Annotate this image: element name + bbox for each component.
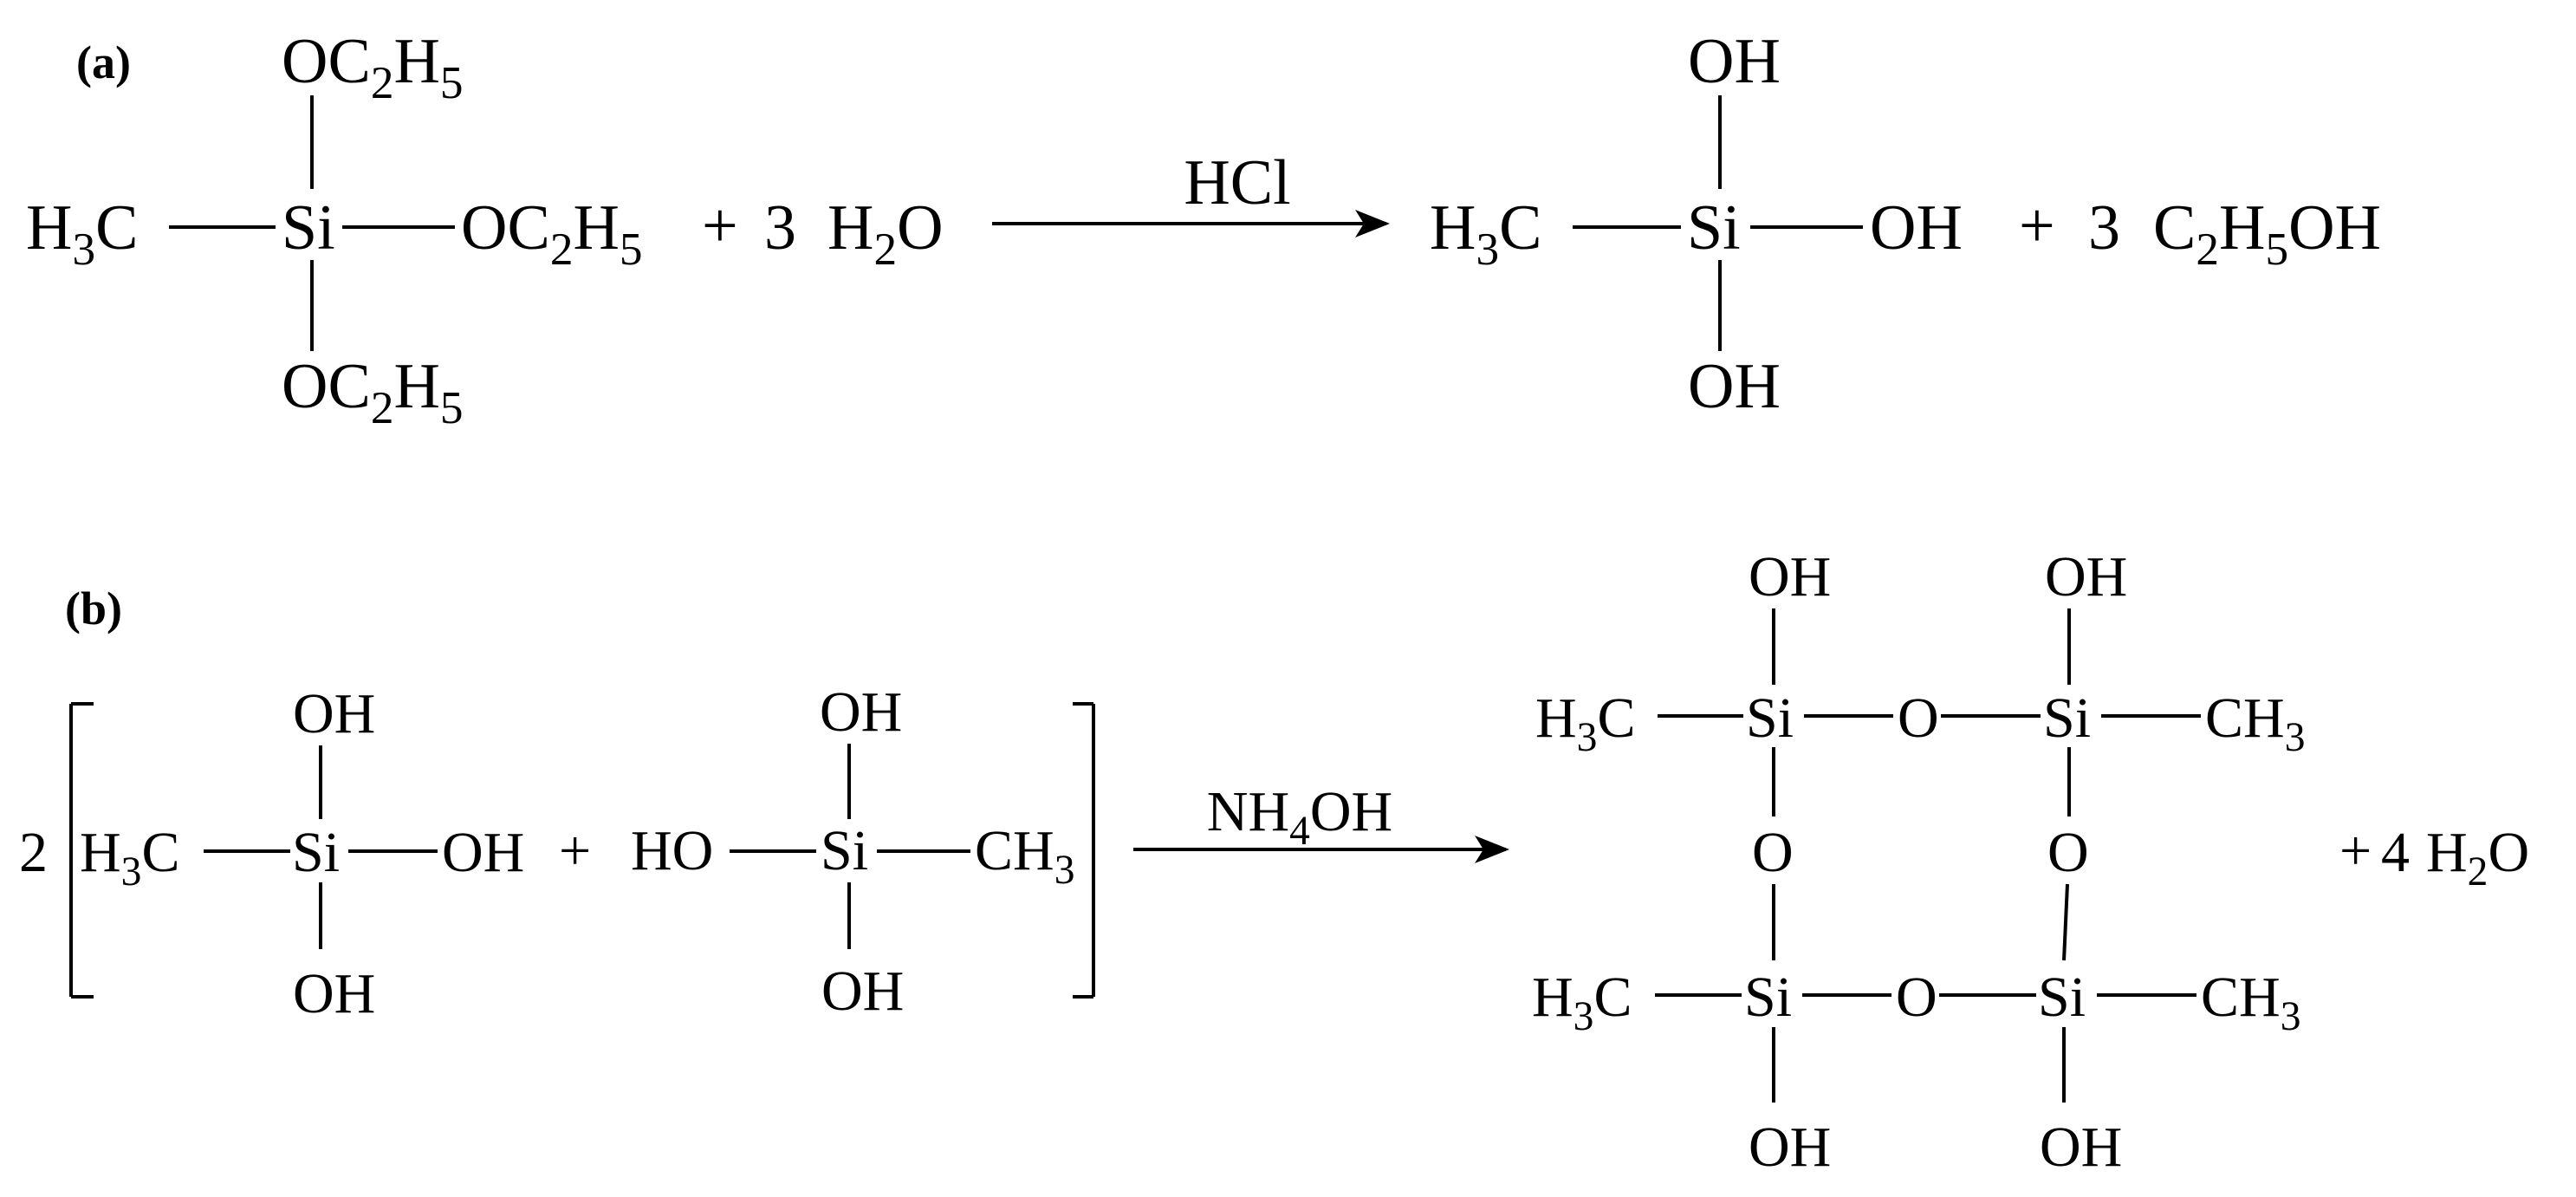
top-bridge-oxygen: O bbox=[1898, 686, 1939, 750]
product-methylsilanetriol: OH H3C Si OH OH bbox=[1430, 26, 1963, 422]
top-right-hydroxyl: OH bbox=[2045, 545, 2127, 608]
bottom-left-silicon: Si bbox=[1744, 966, 1792, 1029]
silicon-atom: Si bbox=[1687, 192, 1741, 263]
top-right-methyl: CH3 bbox=[2205, 686, 2305, 760]
plus-sign: + bbox=[559, 819, 591, 882]
right-ethoxy-group: OC2H5 bbox=[461, 192, 643, 275]
silicon-atom: Si bbox=[292, 821, 340, 884]
bottom-hydroxyl: OH bbox=[821, 960, 904, 1023]
methyl-group: H3C bbox=[1430, 192, 1541, 275]
right-hydroxyl: OH bbox=[442, 821, 524, 884]
plus-sign: + bbox=[702, 191, 738, 262]
reaction-arrow-b: NH4OH bbox=[1133, 780, 1509, 863]
plus-sign: + bbox=[2019, 191, 2055, 262]
top-hydroxyl: OH bbox=[293, 682, 375, 745]
top-left-methyl: H3C bbox=[1535, 686, 1635, 760]
reactant-mtes: OC2H5 H3C Si OC2H5 OC2H5 bbox=[26, 26, 643, 433]
bottom-hydroxyl: OH bbox=[1688, 351, 1781, 422]
water-formula: H2O bbox=[827, 192, 944, 275]
top-left-silicon: Si bbox=[1746, 686, 1794, 750]
plus-sign: + bbox=[2339, 819, 2372, 882]
bottom-right-silicon: Si bbox=[2038, 966, 2086, 1029]
top-ethoxy-group: OC2H5 bbox=[282, 26, 464, 108]
bottom-hydroxyl: OH bbox=[293, 962, 375, 1025]
catalyst-hcl: HCl bbox=[1184, 147, 1290, 218]
bottom-right-hydroxyl: OH bbox=[2040, 1116, 2122, 1179]
stoich-coefficient: 2 bbox=[19, 821, 48, 884]
ethanol-formula: C2H5OH bbox=[2153, 192, 2381, 275]
top-hydroxyl: OH bbox=[1688, 26, 1781, 97]
part-a-label: (a) bbox=[76, 36, 131, 88]
bottom-bridge-oxygen: O bbox=[1896, 966, 1937, 1029]
catalyst-ammonium-hydroxide: NH4OH bbox=[1207, 780, 1392, 854]
methyl-group: H3C bbox=[26, 192, 138, 275]
top-hydroxyl: OH bbox=[820, 680, 902, 744]
product-cyclic-tetramer: OH OH H3C Si O Si CH3 O O H3C Si O Si CH… bbox=[1532, 545, 2305, 1179]
right-hydroxyl: OH bbox=[1870, 192, 1963, 263]
left-bridge-oxygen: O bbox=[1752, 821, 1794, 884]
top-right-silicon: Si bbox=[2043, 686, 2091, 750]
water-byproduct: + 4 H2O bbox=[2339, 819, 2529, 894]
water-formula: H2O bbox=[2426, 821, 2529, 894]
reactant2-silanetriol: OH HO Si CH3 OH bbox=[631, 680, 1074, 1023]
methyl-group: H3C bbox=[80, 821, 179, 894]
silicon-atom: Si bbox=[282, 192, 335, 263]
bottom-ethoxy-group: OC2H5 bbox=[282, 351, 464, 433]
bottom-left-methyl: H3C bbox=[1532, 966, 1632, 1039]
water-coefficient: 3 bbox=[764, 192, 796, 263]
ethanol-coefficient: 3 bbox=[2088, 192, 2120, 263]
right-bridge-oxygen: O bbox=[2047, 821, 2089, 884]
reactant1-silanetriol: OH H3C Si OH OH bbox=[80, 682, 524, 1025]
right-bracket bbox=[1073, 702, 1095, 999]
bottom-right-methyl: CH3 bbox=[2201, 966, 2300, 1039]
top-left-hydroxyl: OH bbox=[1749, 545, 1831, 608]
reaction-arrow-a: HCl bbox=[992, 147, 1390, 237]
water-reactant: + 3 H2O bbox=[702, 191, 944, 275]
water-coefficient: 4 bbox=[2381, 821, 2410, 884]
methyl-group: CH3 bbox=[975, 819, 1074, 893]
ethanol-byproduct: + 3 C2H5OH bbox=[2019, 191, 2381, 275]
bond-right-o-si-lower bbox=[2062, 883, 2069, 961]
left-bracket bbox=[69, 702, 94, 999]
silicon-atom: Si bbox=[821, 819, 868, 882]
bottom-left-hydroxyl: OH bbox=[1749, 1116, 1831, 1179]
left-hydroxyl: HO bbox=[631, 819, 713, 882]
part-b-label: (b) bbox=[65, 582, 122, 634]
